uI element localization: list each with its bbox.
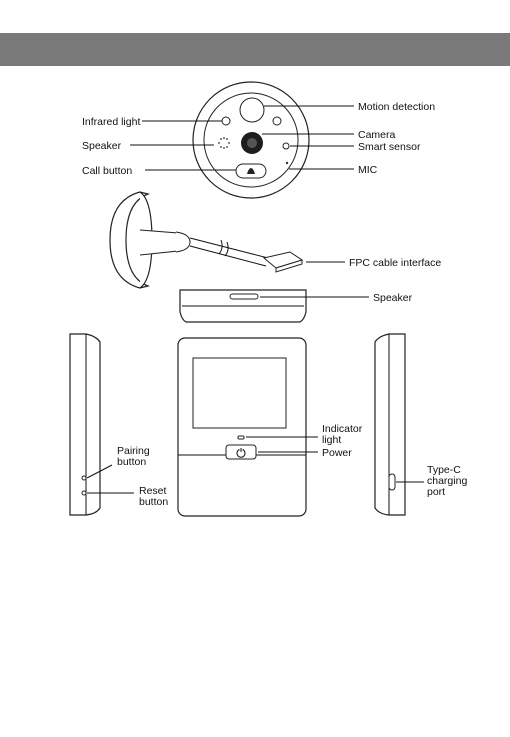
reset-button-icon — [82, 491, 86, 495]
outdoor-camera-side: FPC cable interface — [110, 192, 441, 288]
label-type-c-3: port — [427, 486, 445, 498]
indoor-unit-left-side: Pairing button Reset button — [70, 334, 168, 515]
indoor-unit-right-side: Type-C charging port — [375, 334, 467, 515]
mic-icon — [286, 162, 288, 164]
outdoor-camera-front: Infrared light Speaker Call button Motio… — [82, 82, 435, 198]
top-speaker-slot-icon — [230, 294, 258, 299]
type-c-port-icon — [389, 474, 395, 490]
label-speaker-front: Speaker — [82, 140, 122, 152]
infrared-light-right-icon — [273, 117, 281, 125]
smart-sensor-icon — [283, 143, 289, 149]
label-indicator-light-2: light — [322, 434, 341, 446]
label-mic: MIC — [358, 164, 378, 176]
cable-line-top — [190, 238, 268, 258]
label-reset-button-2: button — [139, 496, 168, 508]
left-side-body — [70, 334, 100, 515]
label-camera: Camera — [358, 129, 396, 141]
label-call-button: Call button — [82, 165, 132, 177]
shaft-nut — [176, 232, 190, 252]
indoor-unit-front: Indicator light Power — [178, 338, 363, 516]
label-power: Power — [322, 447, 352, 459]
display-screen — [193, 358, 286, 428]
indoor-unit-top-view: Speaker — [180, 290, 413, 322]
indicator-light-icon — [238, 436, 244, 439]
label-fpc-cable-interface: FPC cable interface — [349, 257, 441, 269]
label-smart-sensor: Smart sensor — [358, 141, 421, 153]
camera-shaft — [140, 230, 178, 255]
label-motion-detection: Motion detection — [358, 101, 435, 113]
camera-lens-core-icon — [247, 138, 257, 148]
label-speaker-top: Speaker — [373, 292, 413, 304]
infrared-light-left-icon — [222, 117, 230, 125]
label-pairing-button-2: button — [117, 456, 146, 468]
label-infrared-light: Infrared light — [82, 116, 140, 128]
motion-detection-lens-icon — [240, 98, 264, 122]
pairing-button-icon — [82, 476, 86, 480]
